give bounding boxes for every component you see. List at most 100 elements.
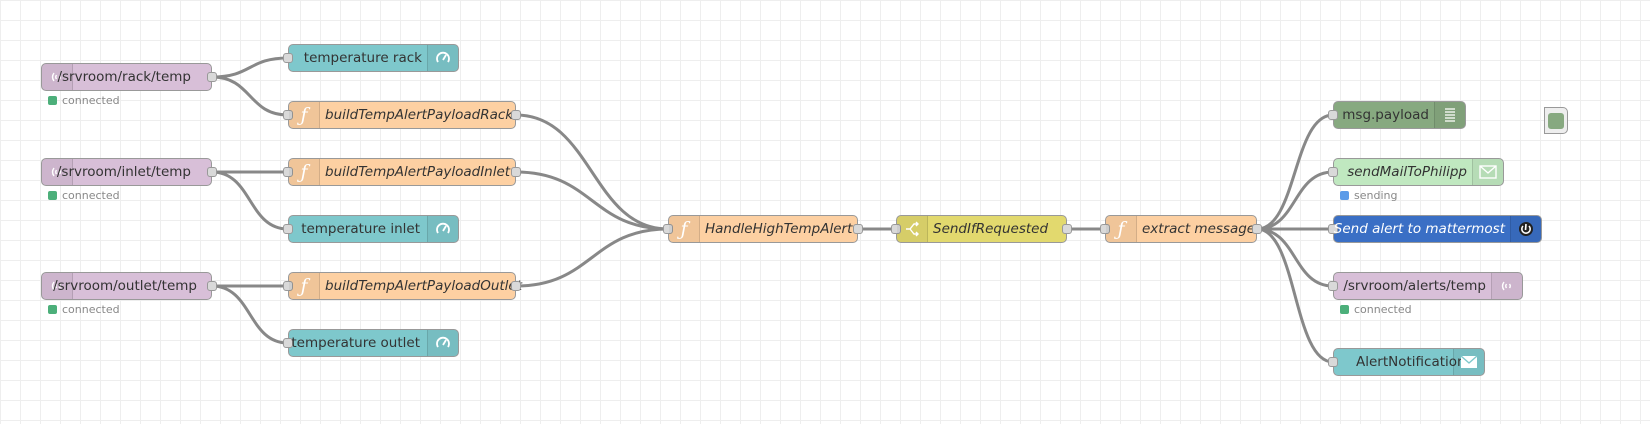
node-label: buildTempAlertPayloadOutlet (325, 278, 523, 294)
notification-node-alert[interactable]: AlertNotification (1328, 348, 1485, 376)
status-dot (48, 305, 57, 314)
output-port[interactable] (511, 281, 521, 291)
status-dot (48, 96, 57, 105)
function-icon: ƒ (669, 216, 700, 242)
mattermost-node-send-alert[interactable]: Send alert to mattermost (1328, 215, 1542, 243)
node-label: msg.payload (1342, 107, 1429, 123)
node-label: /srvroom/inlet/temp (56, 164, 191, 180)
output-port[interactable] (1062, 224, 1072, 234)
status-text: connected (1354, 303, 1412, 316)
input-port[interactable] (283, 338, 293, 348)
node-status: connected (48, 303, 120, 316)
input-port[interactable] (1328, 357, 1338, 367)
input-port[interactable] (1100, 224, 1110, 234)
wire[interactable] (211, 284, 289, 345)
function-icon: ƒ (289, 159, 320, 185)
node-label: AlertNotification (1356, 354, 1466, 370)
mqtt-in-node-rack[interactable]: /srvroom/rack/temp (41, 63, 217, 91)
switch-node-send-if-requested[interactable]: SendIfRequested (891, 215, 1072, 243)
output-port[interactable] (853, 224, 863, 234)
function-icon: ƒ (289, 273, 320, 299)
function-node-handle-alert[interactable]: ƒ HandleHighTempAlert (663, 215, 863, 243)
output-port[interactable] (511, 110, 521, 120)
gauge-icon (427, 45, 458, 71)
gauge-node-rack[interactable]: temperature rack (283, 44, 459, 72)
radio-tower-icon (42, 159, 73, 185)
gauge-node-inlet[interactable]: temperature inlet (283, 215, 459, 243)
wire[interactable] (515, 113, 669, 231)
function-node-extract-message[interactable]: ƒ extract message (1100, 215, 1262, 243)
node-label: /srvroom/alerts/temp (1343, 278, 1486, 294)
node-label: Send alert to mattermost (1333, 221, 1505, 237)
input-port[interactable] (1328, 167, 1338, 177)
debug-toggle-button[interactable] (1544, 107, 1568, 134)
debug-toggle-indicator (1548, 112, 1564, 129)
node-label: /srvroom/outlet/temp (53, 278, 197, 294)
input-port[interactable] (283, 110, 293, 120)
input-port[interactable] (663, 224, 673, 234)
mqtt-in-node-outlet[interactable]: /srvroom/outlet/temp (41, 272, 217, 300)
output-port[interactable] (207, 281, 217, 291)
status-dot (48, 191, 57, 200)
debug-node-msg-payload[interactable]: msg.payload (1328, 101, 1466, 129)
switch-icon (897, 216, 928, 242)
gauge-node-outlet[interactable]: temperature outlet (283, 329, 459, 357)
list-icon (1434, 102, 1465, 128)
wire[interactable] (515, 227, 669, 288)
wire[interactable] (211, 170, 289, 231)
node-label: extract message (1142, 221, 1256, 237)
node-status: sending (1340, 189, 1397, 202)
email-node-send-mail[interactable]: sendMailToPhilipp (1328, 158, 1504, 186)
wire[interactable] (211, 56, 289, 79)
input-port[interactable] (1328, 110, 1338, 120)
output-port[interactable] (1252, 224, 1262, 234)
status-text: connected (62, 94, 120, 107)
node-status: connected (1340, 303, 1412, 316)
node-label: sendMailToPhilipp (1347, 164, 1467, 180)
wire[interactable] (1256, 227, 1334, 288)
input-port[interactable] (283, 224, 293, 234)
wire[interactable] (1256, 170, 1334, 231)
input-port[interactable] (1328, 224, 1338, 234)
envelope-icon (1453, 349, 1484, 375)
node-status: connected (48, 94, 120, 107)
wire[interactable] (515, 170, 669, 231)
input-port[interactable] (283, 281, 293, 291)
status-text: sending (1354, 189, 1398, 202)
wire[interactable] (1256, 227, 1334, 364)
node-label: SendIfRequested (933, 221, 1049, 237)
output-port[interactable] (207, 72, 217, 82)
mqtt-out-node-alerts[interactable]: /srvroom/alerts/temp (1328, 272, 1523, 300)
gauge-icon (427, 330, 458, 356)
node-label: temperature outlet (291, 335, 420, 351)
mattermost-icon (1510, 216, 1541, 242)
envelope-icon (1472, 159, 1503, 185)
node-status: connected (48, 189, 120, 202)
node-label: HandleHighTempAlert (705, 221, 853, 237)
wire[interactable] (1256, 113, 1334, 231)
output-port[interactable] (207, 167, 217, 177)
node-label: temperature rack (303, 50, 422, 66)
status-dot (1340, 191, 1349, 200)
output-port[interactable] (511, 167, 521, 177)
node-label: buildTempAlertPayloadRack (325, 107, 514, 123)
function-icon: ƒ (289, 102, 320, 128)
node-label: /srvroom/rack/temp (57, 69, 191, 85)
function-icon: ƒ (1106, 216, 1137, 242)
wire[interactable] (211, 75, 289, 117)
input-port[interactable] (283, 53, 293, 63)
mqtt-in-node-inlet[interactable]: /srvroom/inlet/temp (41, 158, 217, 186)
node-label: temperature inlet (301, 221, 420, 237)
status-text: connected (62, 303, 120, 316)
gauge-icon (427, 216, 458, 242)
input-port[interactable] (891, 224, 901, 234)
status-dot (1340, 305, 1349, 314)
input-port[interactable] (283, 167, 293, 177)
radio-tower-icon (42, 64, 73, 90)
node-label: buildTempAlertPayloadInlet (325, 164, 511, 180)
function-node-rack[interactable]: ƒ buildTempAlertPayloadRack (283, 101, 521, 129)
function-node-inlet[interactable]: ƒ buildTempAlertPayloadInlet (283, 158, 521, 186)
input-port[interactable] (1328, 281, 1338, 291)
function-node-outlet[interactable]: ƒ buildTempAlertPayloadOutlet (283, 272, 522, 300)
